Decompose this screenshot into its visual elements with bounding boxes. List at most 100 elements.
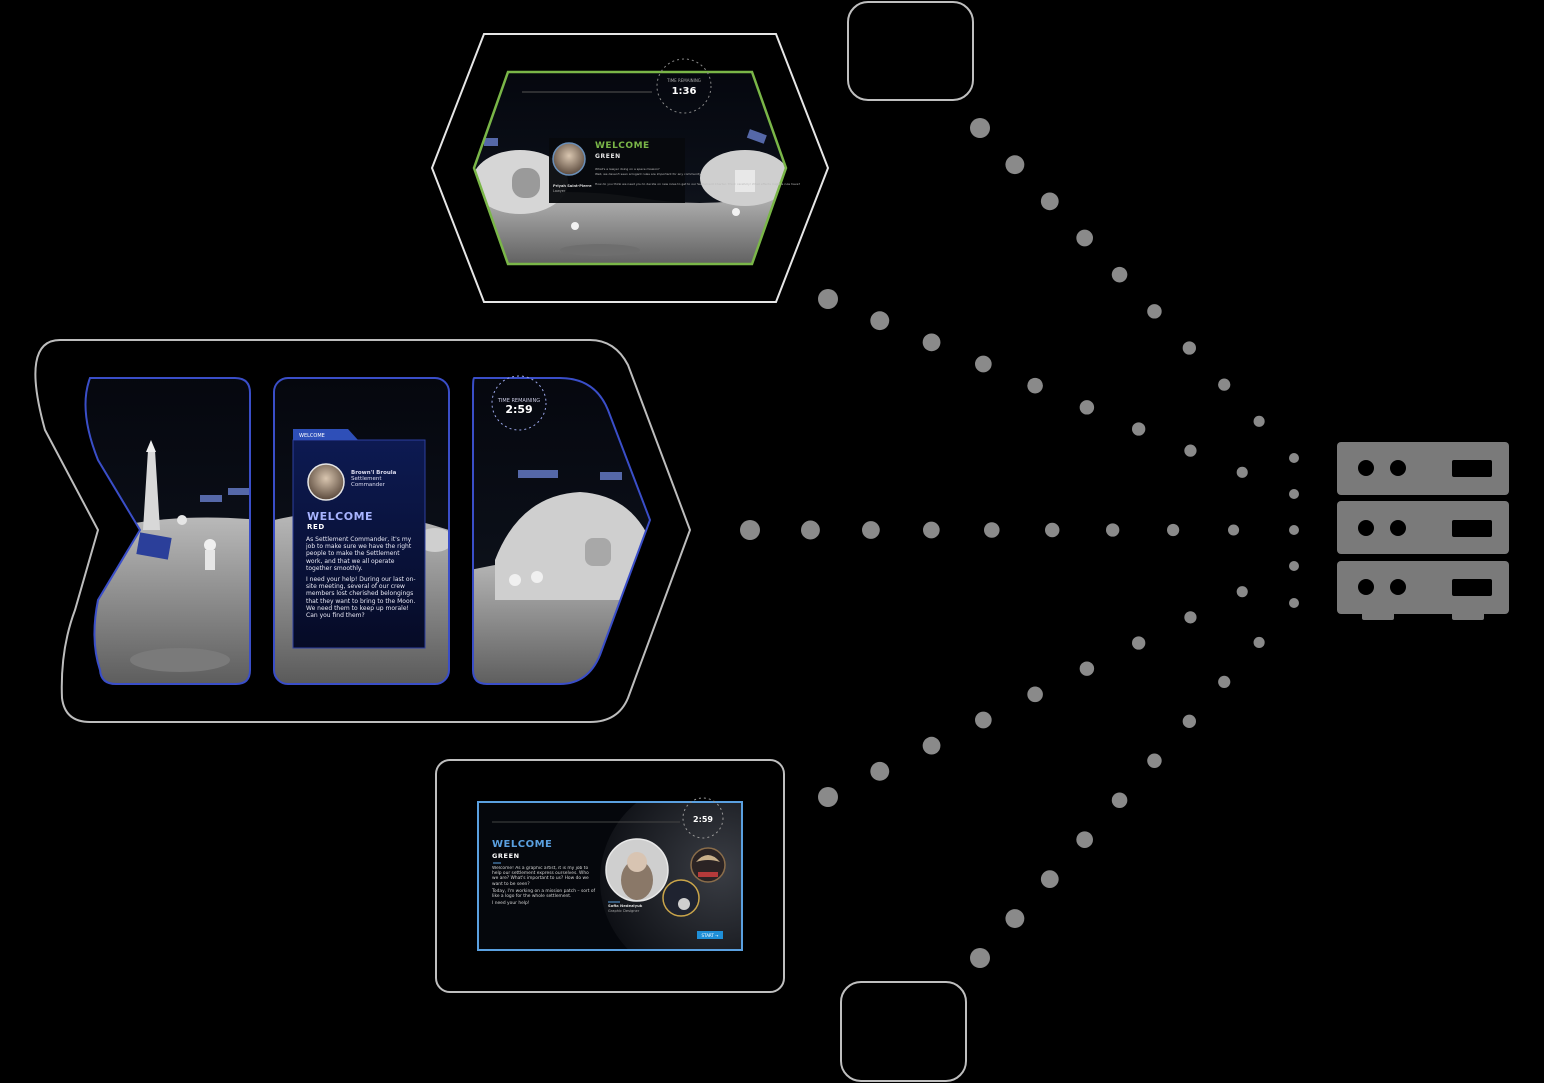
connection-dot	[1218, 675, 1231, 689]
tablet-screen-border	[477, 801, 743, 951]
connection-dot	[975, 711, 992, 729]
center-body-text: As Settlement Commander, it's my job to …	[306, 536, 416, 620]
tablet-body-paragraph-2: Today, I'm working on a mission patch – …	[492, 888, 596, 900]
connection-dot	[1236, 466, 1248, 478]
connection-dot	[1289, 453, 1299, 463]
connection-dot	[1167, 523, 1180, 537]
connection-dot	[984, 522, 1000, 538]
tablet-person-role: Graphic Designer	[608, 909, 640, 913]
center-avatar	[307, 463, 345, 501]
connection-dot	[1111, 792, 1128, 808]
tablet-start-button[interactable]	[697, 931, 723, 939]
connection-dot	[975, 355, 992, 373]
welcome-card-tab-label: WELCOME	[299, 433, 325, 439]
connection-dot	[1132, 636, 1146, 650]
connection-dot	[1079, 400, 1095, 415]
center-person-role-2: Commander	[351, 482, 386, 488]
server-indicators	[1358, 460, 1492, 596]
hexagon-person-role: Lawyer	[553, 189, 566, 193]
connection-dot	[922, 736, 941, 755]
hexagon-body-1: What's a lawyer doing on a space mission…	[595, 167, 660, 171]
connection-dot	[1076, 229, 1093, 247]
hexagon-welcome-heading: WELCOME	[595, 141, 650, 151]
tablet-welcome-heading: WELCOME	[492, 839, 552, 850]
connection-dot	[1182, 341, 1197, 355]
center-body-paragraph-2: I need your help! During our last on-sit…	[306, 576, 416, 620]
chevron-panel-right-border	[472, 377, 652, 685]
connection-dot	[1218, 378, 1231, 391]
connection-dot	[1236, 586, 1248, 598]
connection-dot	[818, 289, 838, 309]
connection-dot	[1253, 636, 1265, 648]
tablet-team-name: GREEN	[492, 852, 520, 860]
chevron-panel-center-border	[273, 377, 450, 685]
connection-dot	[1184, 611, 1197, 624]
welcome-card-tab	[293, 429, 358, 440]
connection-dot	[870, 761, 890, 781]
connection-dot	[1147, 304, 1162, 319]
server-unit-2	[1337, 501, 1509, 554]
connection-dot	[1289, 489, 1299, 499]
hexagon-timer-value: 1:36	[672, 86, 697, 97]
center-timer-label: TIME REMAINING	[497, 398, 540, 404]
hexagon-timer-ring	[656, 58, 712, 114]
hexagon-body-3: How do you think we need you to decide o…	[595, 182, 800, 186]
connection-dot	[740, 520, 760, 540]
chevron-panel-left-border	[84, 377, 251, 685]
center-body-paragraph-1: As Settlement Commander, it's my job to …	[306, 536, 412, 572]
hexagon-screen	[474, 72, 786, 264]
tablet-start-button-label[interactable]: START →	[702, 933, 720, 938]
connection-dot	[1132, 422, 1146, 436]
connection-dot	[1040, 192, 1059, 211]
center-team-name: RED	[307, 523, 325, 531]
hexagon-body-2: Well, we daven't seen arrogant rules are…	[595, 172, 702, 176]
tablet-timer-ring	[682, 797, 724, 839]
hexagon-screen-border	[472, 70, 788, 266]
connection-dot	[1289, 561, 1299, 571]
connection-dot	[1106, 523, 1120, 537]
tablet-timer-value: 2:59	[693, 815, 713, 824]
center-timer-value: 2:59	[505, 403, 532, 416]
tablet-body-text: Welcome! As a graphic artist, it is my j…	[492, 866, 596, 907]
connection-dot	[1079, 661, 1095, 676]
connection-dot	[1076, 831, 1093, 849]
connection-dot	[1005, 909, 1025, 928]
tablet-person-name: Sofia Nedeziyuk	[608, 903, 643, 908]
connection-dot	[818, 787, 838, 807]
connection-dot	[1184, 444, 1197, 457]
server-rack-icon	[1337, 442, 1509, 620]
tablet-body-paragraph-3: I need your help!	[492, 901, 530, 907]
connection-dot	[1289, 525, 1299, 535]
connection-dot	[1027, 686, 1043, 703]
connection-dot	[1228, 524, 1240, 536]
hexagon-team-name: GREEN	[595, 153, 621, 160]
connection-dot	[1289, 598, 1299, 608]
connection-dot	[1182, 714, 1197, 728]
connection-dot	[970, 948, 990, 968]
connection-dot	[1147, 753, 1162, 768]
hexagon-timer-label: TIME REMAINING	[666, 78, 701, 83]
connection-dot	[1253, 415, 1265, 427]
hexagon-person-name: Priyah Saint-Pierre	[553, 184, 592, 188]
connection-dot	[1045, 522, 1060, 538]
server-unit-1	[1337, 442, 1509, 495]
center-welcome-heading: WELCOME	[307, 510, 373, 523]
connection-dot	[1027, 377, 1043, 394]
connection-dot	[922, 333, 941, 352]
tablet-body-paragraph-1: Welcome! As a graphic artist, it is my j…	[492, 866, 589, 887]
center-person-role-1: Settlement	[351, 476, 382, 482]
mission-patch-apollo-icon	[662, 879, 700, 917]
connection-dot	[1005, 155, 1025, 175]
empty-device-frame-top	[847, 1, 974, 101]
connection-dot	[870, 311, 890, 331]
connection-dot	[801, 520, 820, 540]
connection-dot	[923, 521, 940, 539]
center-person-name: Brown'l Broula	[351, 470, 397, 476]
center-timer-ring	[491, 375, 547, 431]
server-unit-3	[1337, 561, 1509, 614]
hexagon-avatar	[552, 142, 586, 176]
connection-dot	[1040, 870, 1059, 888]
connection-dot	[970, 118, 990, 138]
connection-dot	[1111, 266, 1128, 283]
